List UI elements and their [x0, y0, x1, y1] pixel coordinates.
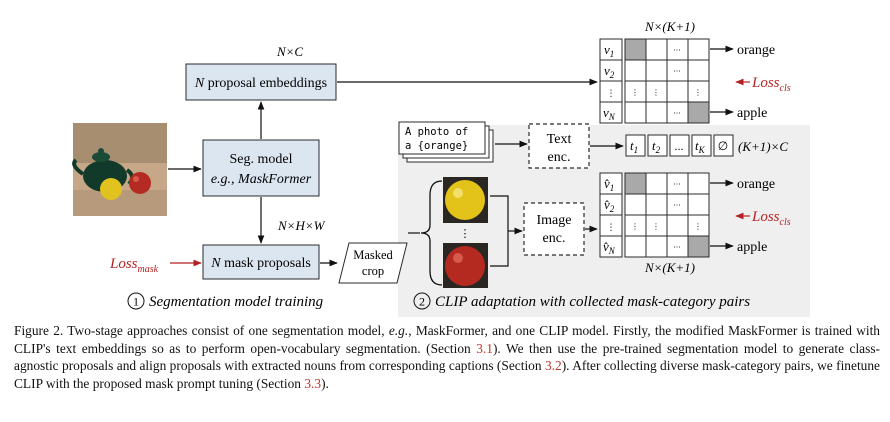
text-embedding-row	[625, 134, 734, 157]
caption-part4: ). After collecting diverse mask-categor…	[14, 358, 881, 391]
bottom-grid-vdots-2: ⋮	[652, 222, 660, 231]
top-grid-vdots-1: ⋮	[631, 88, 639, 97]
caption-ref-3-3[interactable]: 3.3	[304, 375, 322, 391]
text-enc-line2: enc.	[548, 150, 571, 165]
tk-label: tK	[695, 138, 706, 155]
apple-crop-image	[443, 243, 488, 288]
loss-mask-label: Lossmask	[109, 256, 159, 275]
caption-part1: Figure 2. Two-stage approaches consist o…	[14, 323, 389, 338]
bottom-grid-hdots-4: ···	[673, 243, 681, 252]
bottom-v1-label: v̂1	[604, 176, 614, 193]
seg-model-box	[202, 139, 320, 197]
top-label-orange: orange	[737, 43, 775, 58]
top-grid-vdots-2: ⋮	[652, 88, 660, 97]
nxhxw-label: N×H×W	[277, 218, 326, 233]
bottom-v2-label: v̂2	[604, 197, 615, 214]
top-vdots-label: ⋮	[607, 89, 616, 99]
proposal-embeddings-box	[185, 63, 337, 101]
bottom-vn-label: v̂N	[603, 239, 616, 256]
stage1-number: 1	[133, 295, 139, 309]
caption-ref-3-2[interactable]: 3.2	[544, 358, 562, 374]
top-matrix	[599, 38, 710, 124]
mask-proposals-label: N mask proposals	[210, 256, 311, 271]
caption-text-line2: a {orange}	[405, 140, 468, 152]
bottom-grid-hdots-1: ···	[673, 180, 681, 189]
bottom-vdots-label: ⋮	[607, 223, 616, 233]
figure-diagram: Seg. model e.g., MaskFormer N proposal e…	[72, 19, 810, 317]
seg-model-line2: e.g., MaskFormer	[211, 172, 312, 187]
text-enc-line1: Text	[547, 132, 572, 147]
bottom-grid-vdots-1: ⋮	[631, 222, 639, 231]
stage2-label: CLIP adaptation with collected mask-cate…	[435, 294, 750, 310]
bottom-loss-cls: Losscls	[751, 209, 791, 228]
figure-caption: Figure 2. Two-stage approaches consist o…	[14, 322, 880, 392]
caption-text-line1: A photo of	[405, 126, 468, 138]
nxc-label: N×C	[276, 44, 303, 59]
caption-doc-front	[398, 121, 486, 155]
stage1-label: Segmentation model training	[149, 294, 324, 310]
top-v1-label: v1	[604, 42, 614, 59]
top-label-apple: apple	[737, 106, 767, 121]
caption-eg: e.g.	[388, 323, 409, 338]
bottom-matrix	[599, 172, 710, 258]
top-vn-label: vN	[603, 105, 616, 122]
image-enc-line1: Image	[537, 213, 572, 228]
image-enc-line2: enc.	[543, 231, 566, 246]
crops-vertical-dots: ⋮	[460, 227, 471, 240]
seg-model-line1: Seg. model	[230, 152, 293, 167]
stage2-number-circle	[413, 292, 431, 310]
top-loss-cls: Losscls	[751, 75, 791, 94]
t1-label: t1	[630, 138, 638, 155]
top-v2-label: v2	[604, 63, 615, 80]
mask-proposals-box	[202, 244, 320, 280]
bottom-grid-vdots-3: ⋮	[694, 222, 702, 231]
crops-brace	[420, 180, 443, 286]
empty-set-label: ∅	[718, 139, 728, 153]
teapot-photo	[72, 123, 167, 216]
k1xc-label: (K+1)×C	[738, 139, 788, 154]
masked-crop-line1: Masked	[353, 248, 393, 262]
masked-crop-line2: crop	[362, 264, 384, 278]
caption-part5: ).	[321, 375, 329, 391]
masked-crop-shape	[338, 242, 408, 284]
top-grid-hdots-2: ···	[673, 67, 681, 76]
top-grid-hdots-4: ···	[673, 109, 681, 118]
bottom-matrix-footer: N×(K+1)	[644, 260, 695, 275]
text-encoder-box	[528, 123, 590, 169]
bottom-label-orange: orange	[737, 177, 775, 192]
bottom-label-apple: apple	[737, 240, 767, 255]
bottom-grid-hdots-2: ···	[673, 201, 681, 210]
orange-crop-image	[443, 177, 488, 223]
image-encoder-box	[523, 202, 585, 256]
stage2-number: 2	[419, 295, 425, 309]
top-grid-vdots-3: ⋮	[694, 88, 702, 97]
proposal-embeddings-label: N proposal embeddings	[194, 76, 327, 91]
caption-ref-3-1[interactable]: 3.1	[476, 340, 493, 356]
top-grid-hdots-1: ···	[673, 46, 681, 55]
stage1-number-circle	[127, 292, 145, 310]
caption-part3: ). We then use the pre-trained segmentat…	[14, 340, 880, 374]
t2-label: t2	[652, 138, 661, 155]
t-dots-label: ...	[675, 139, 684, 153]
top-matrix-header: N×(K+1)	[644, 19, 695, 34]
caption-part2: , MaskFormer, and one CLIP model. Firstl…	[14, 323, 880, 356]
